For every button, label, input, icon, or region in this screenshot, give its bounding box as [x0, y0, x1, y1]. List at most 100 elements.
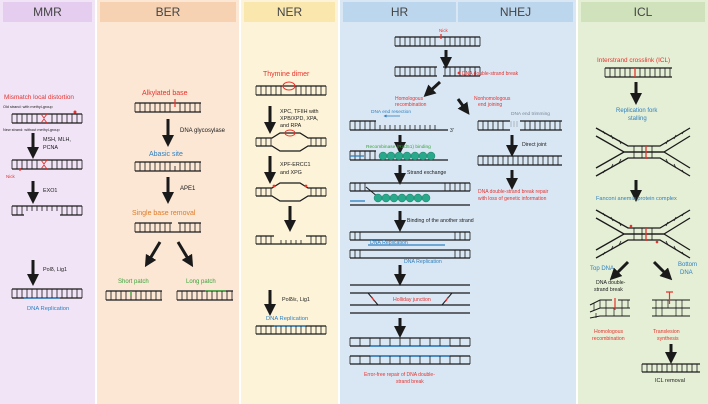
ner-step1a-label: XPC, TFIIH with: [280, 109, 319, 115]
ner-column: NER: [241, 0, 338, 404]
hr-replication1-label: DNA Replication: [370, 240, 408, 246]
icl-arrow-bottom: [652, 260, 673, 281]
ber-short-patch-label: Short patch: [118, 279, 149, 285]
hr-resection-label: DNA end resection: [371, 109, 411, 115]
nhej-header: NHEJ: [458, 2, 573, 22]
icl-dna-bottom: [652, 291, 690, 317]
icl-stall-label-b: stalling: [628, 116, 647, 122]
icl-column: ICL: [578, 0, 708, 404]
icl-fork-2: [595, 209, 691, 259]
icl-removal-label: ICL removal: [655, 378, 685, 384]
ber-abasic-label: Abasic site: [149, 151, 183, 158]
ner-panel: Thymine dimer XPC, TFIIH with XPB/XPD, X…: [255, 71, 327, 335]
icl-arrow-top: [609, 260, 630, 281]
ner-dna-incision: [255, 182, 327, 202]
mmr-dna-excised: [11, 205, 83, 216]
mmr-new-strand-label: New strand: without methyl-group: [3, 128, 60, 132]
hr-dna-rad51: [349, 150, 448, 161]
mmr-old-strand-label: Old strand: with methyl-group: [3, 105, 53, 109]
hr-arrow-split-right: [456, 98, 470, 115]
mmr-step1-label: MSH, MLH,: [43, 137, 71, 143]
icl-bottom-label-a: Bottom: [678, 262, 697, 268]
ner-step1b-label: XPB/XPD, XPA,: [280, 116, 319, 122]
hr-arrow-split-left: [423, 80, 442, 98]
hr-header: HR: [343, 2, 456, 22]
hr-nick-label: Nick: [439, 28, 448, 33]
mmr-lesion-label: Mismatch local distortion: [4, 94, 74, 101]
ber-panel: Alkylated base DNA glycosylase Abasic si…: [105, 90, 233, 301]
icl-dsb-label-a: DNA double-: [596, 280, 626, 286]
icl-hr-label-a: Homologous: [594, 329, 624, 335]
nhej-trimming-label: DNA end trimming: [511, 111, 550, 117]
nhej-panel: Nonhomologous end joining DNA end trimmi…: [474, 96, 562, 202]
hr-hr-label-a: Homologous: [395, 96, 424, 102]
ner-replication-label: DNA Replication: [266, 316, 308, 322]
mmr-dna-repaired: [11, 288, 83, 299]
icl-complex-label: Fanconi anemia protein complex: [596, 196, 677, 202]
mmr-nick-label: Nick: [6, 174, 15, 179]
ber-dna-abasic: [134, 161, 201, 172]
icl-header: ICL: [581, 2, 705, 22]
hr-dna-exchange: [349, 182, 471, 206]
mmr-replication-label: DNA Replication: [27, 306, 69, 312]
ber-dna-short-patch: [105, 290, 162, 301]
nhej-joint-label: Direct joint: [522, 142, 547, 148]
icl-top-label: Top DNA: [590, 266, 614, 272]
hr-dsb-label: DNA double-strand break: [462, 71, 519, 77]
ber-dna-alkylated: [134, 99, 201, 113]
icl-fork-1: [595, 127, 691, 177]
ner-step2b-label: and XPG: [280, 170, 302, 176]
nhej-label-b: end joining: [478, 102, 502, 108]
ber-dna-gap: [134, 222, 201, 233]
mmr-step3-label: Polδ, Lig1: [43, 267, 67, 273]
nhej-label-a: Nonhomologous: [474, 96, 511, 102]
ber-dna-long-patch: [176, 290, 233, 301]
ner-dna-repaired: [255, 325, 327, 335]
ber-arrow-long: [176, 241, 194, 268]
hr-final-label-a: Error-free repair of DNA double-: [364, 372, 435, 378]
hr-dna-final: [349, 337, 471, 365]
ner-dna-excised: [255, 235, 327, 245]
hr-holliday-label: Holliday junction: [393, 297, 431, 303]
hr-replication2-label: DNA Replication: [404, 259, 442, 265]
hr-binding-label: Binding of the another strand: [407, 218, 474, 224]
ner-lesion-label: Thymine dimer: [263, 71, 310, 78]
hr-hr-label-b: recombination: [395, 102, 427, 108]
ber-step1-label: DNA glycosylase: [180, 128, 226, 134]
ner-step3-label: Polδ/ε, Lig1: [282, 297, 310, 303]
ner-step2a-label: XPF-ERCC1: [280, 162, 311, 168]
icl-tls-label-a: Translesion: [653, 329, 680, 335]
icl-tls-label-b: synthesis: [657, 336, 679, 342]
hr-dna-dsb: [394, 66, 481, 77]
hr-final-label-b: strand break: [396, 379, 424, 385]
icl-panel: Interstrand crosslink (ICL) Replication …: [589, 57, 700, 384]
icl-dsb-label-b: strand break: [594, 287, 623, 293]
icl-dna-crosslink: [604, 67, 672, 78]
nhej-dna-trimming: [477, 120, 562, 131]
icl-lesion-label: Interstrand crosslink (ICL): [597, 57, 670, 64]
mmr-dna-nick: [11, 159, 83, 171]
mmr-step2-label: EXO1: [43, 188, 57, 194]
hr-exchange-label: Strand exchange: [407, 170, 446, 176]
ber-long-patch-label: Long patch: [186, 279, 216, 285]
icl-hr-label-b: recombination: [592, 336, 625, 342]
hr-three-prime-label: 3': [450, 128, 454, 134]
ber-header: BER: [100, 2, 236, 22]
hr-panel: Nick DNA double-strand break Homologous …: [349, 28, 519, 385]
ner-dna-bubble: [255, 129, 327, 152]
hr-dsb-marker: [457, 71, 461, 75]
ner-step1c-label: and RPA: [280, 123, 302, 129]
nhej-final-label-a: DNA double-strand break repair: [478, 189, 549, 195]
hr-rad51-label: Recombinase (Rad51) binding: [366, 144, 431, 150]
nhej-dna-joined: [477, 155, 562, 166]
nhej-final-label-b: with loss of genetic information: [478, 196, 547, 202]
ner-dna-dimer: [255, 81, 327, 96]
mmr-panel: Mismatch local distortion Old strand: wi…: [3, 94, 83, 312]
hr-dna-binding: [349, 231, 471, 259]
mmr-column: MMR: [0, 0, 95, 404]
mmr-header: MMR: [3, 2, 92, 22]
hr-dna-nick: [394, 34, 481, 47]
ber-removal-label: Single base removal: [132, 210, 196, 217]
icl-dna-top: [589, 298, 630, 319]
